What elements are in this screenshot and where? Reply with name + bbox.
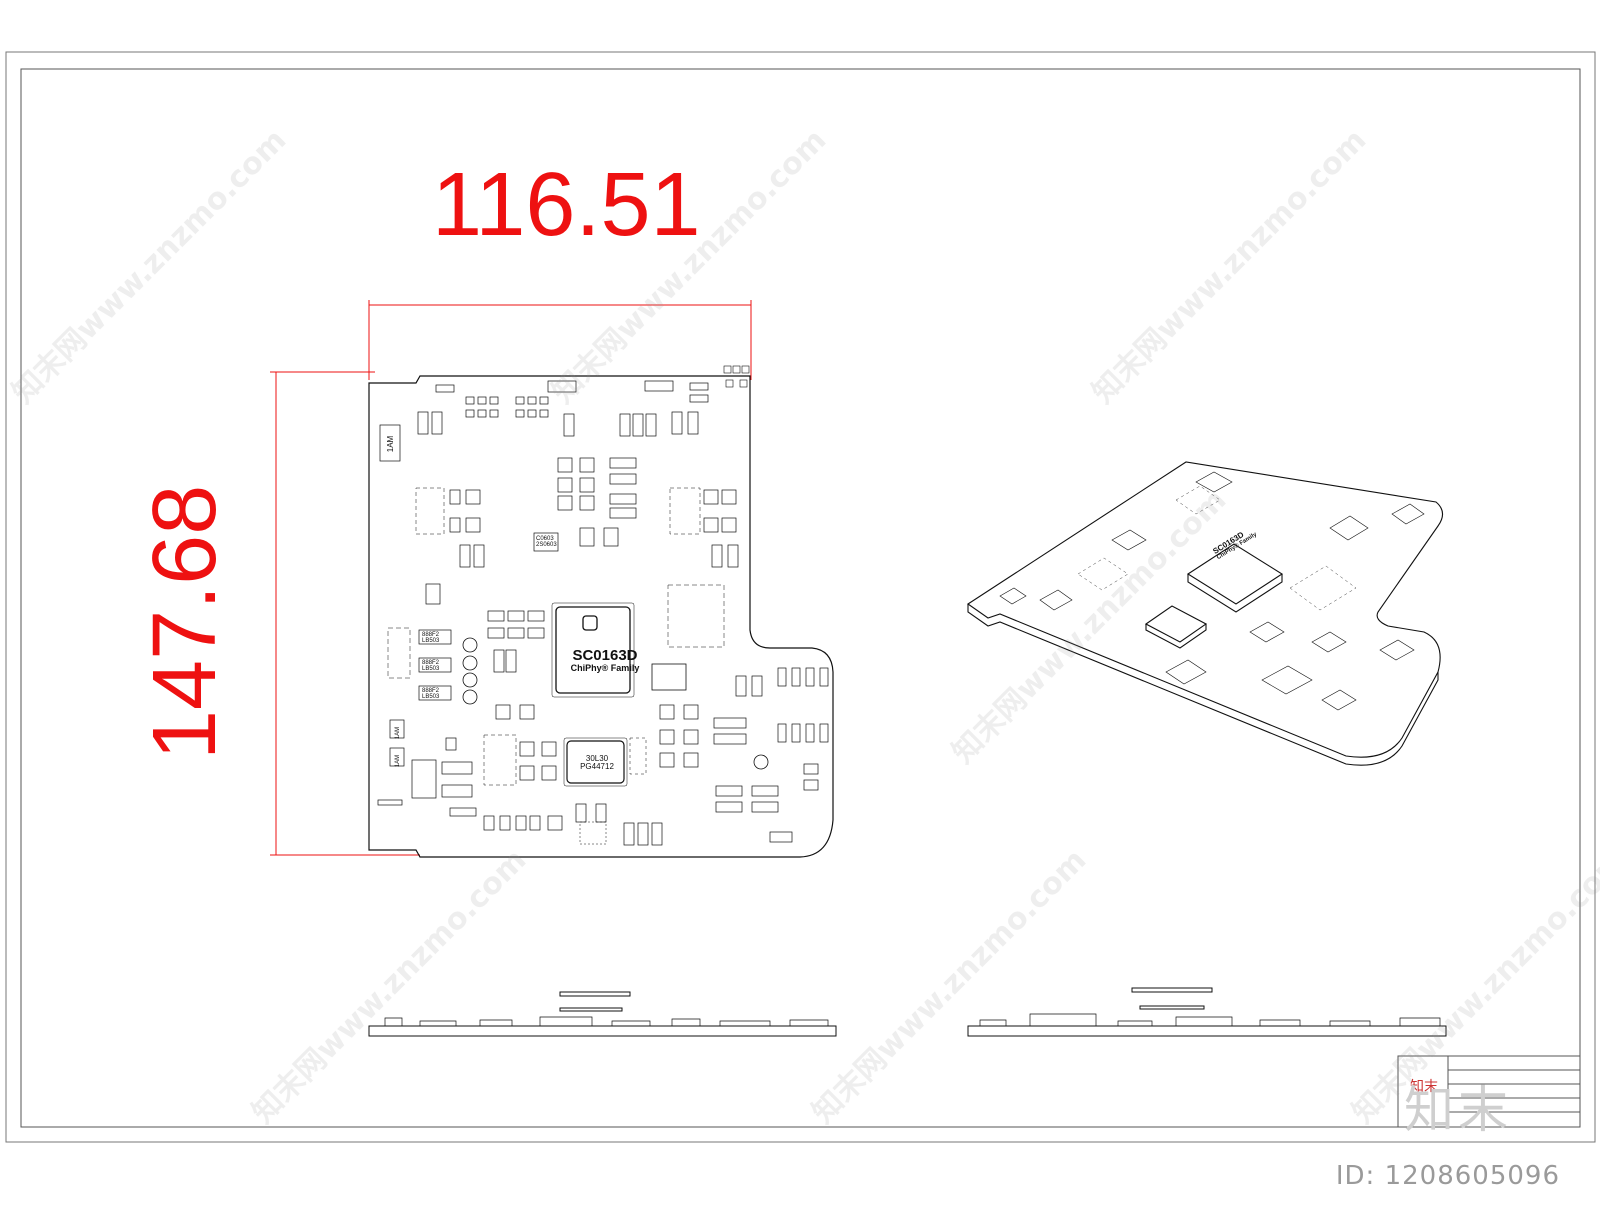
secondary-chip-label: 30L30 PG44712 [573, 754, 621, 772]
inductor-label-small: 1AM [395, 726, 402, 740]
secondary-chip-line2: PG44712 [580, 762, 614, 772]
secondary-chip [563, 737, 628, 787]
ic-label: 888F2 LB503 [422, 688, 439, 700]
resistor-arrays [387, 487, 725, 845]
test-pads [462, 637, 769, 770]
pcb-isometric-view [967, 461, 1444, 766]
smd-components [377, 380, 829, 846]
iso-main-chip [1186, 543, 1284, 613]
ic-label-line2: LB503 [422, 638, 440, 644]
height-dimension-value: 147.68 [135, 484, 235, 760]
main-chip-part-number: SC0163D [572, 647, 638, 664]
red-stamp: 知末 [1410, 1079, 1438, 1095]
ic-label: 888F2 LB503 [422, 660, 439, 672]
pcb-top-view [368, 365, 834, 858]
main-chip [551, 602, 635, 698]
iso-outline-thickness [967, 604, 1439, 766]
smd-code-label: C0603 2S0603 [536, 536, 557, 548]
pcb-side-view-left [368, 991, 837, 1037]
outer-frame [5, 51, 1596, 1143]
smd-code-line1: C0603 [536, 536, 554, 542]
main-chip-label: SC0163D ChiPhy® Family [560, 648, 650, 673]
main-chip-family: ChiPhy® Family [570, 662, 640, 673]
smd-code-line2: 2S0603 [536, 542, 557, 548]
image-id: ID: 1208605096 [1335, 1161, 1560, 1191]
inductor-label-small: 1AM [395, 754, 402, 768]
ic-label: 888F2 LB503 [422, 632, 439, 644]
pcb-side-view-right [967, 987, 1447, 1037]
ic-label-line2: LB503 [422, 694, 440, 700]
dimension-lines [270, 300, 752, 856]
title-block [1397, 1055, 1581, 1128]
ic-label-line1: 888F2 [422, 632, 440, 638]
ic-label-line2: LB503 [422, 666, 440, 672]
ic-label-line1: 888F2 [422, 660, 440, 666]
pcb-outline [368, 375, 834, 858]
inner-frame [20, 68, 1581, 1128]
iso-secondary-chip [1144, 605, 1208, 649]
inductor-label: 1AM [386, 435, 396, 453]
width-dimension-value: 116.51 [432, 155, 701, 255]
iso-outline-top [967, 461, 1444, 758]
brand-logo: 知末 [1404, 1081, 1512, 1139]
secondary-chip-line1: 30L30 [585, 754, 609, 763]
ic-label-line1: 888F2 [422, 688, 440, 694]
